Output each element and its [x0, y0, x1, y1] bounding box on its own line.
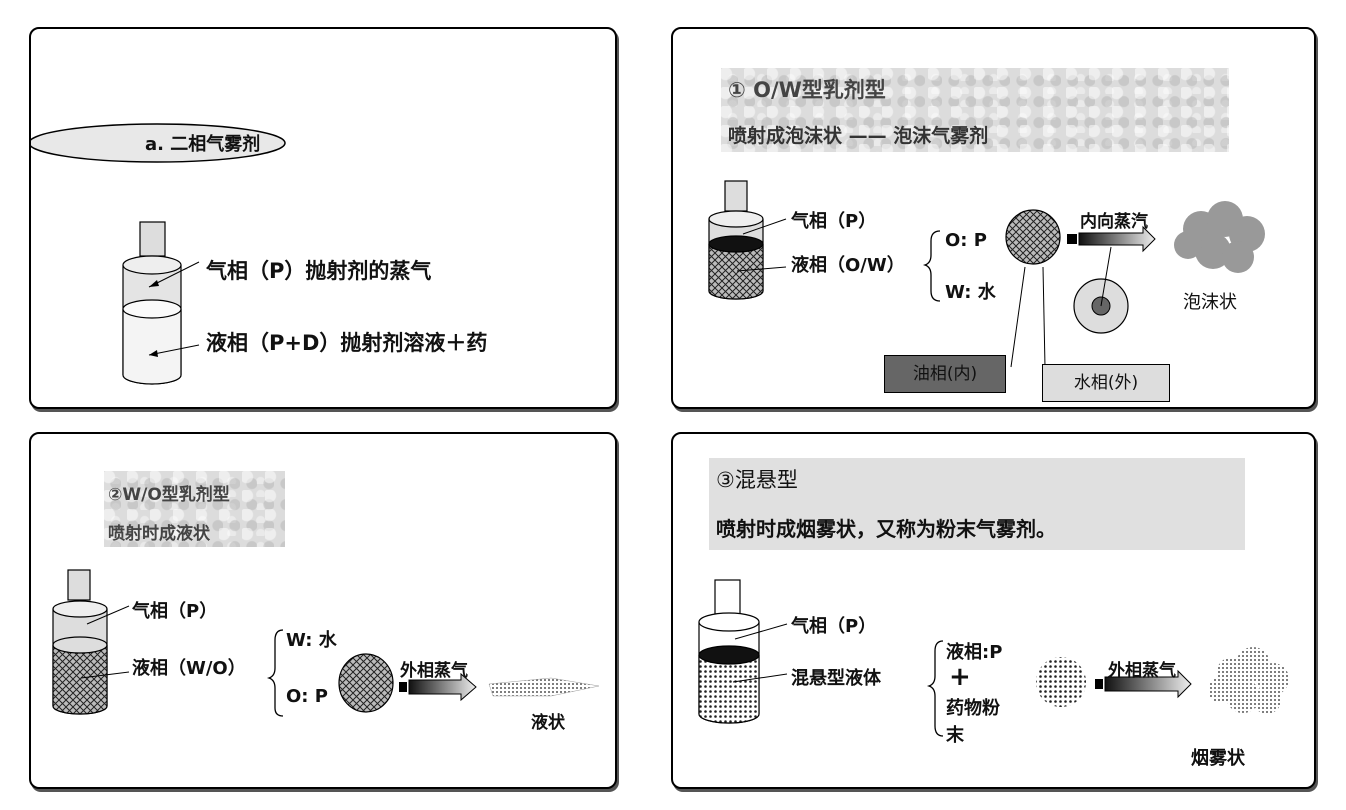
brace	[922, 230, 941, 302]
ow-result-label: 泡沫状	[1183, 292, 1237, 313]
susp-gas-label: 气相（P）	[791, 616, 877, 637]
vapor-arrow-icon	[1104, 669, 1192, 699]
vapor-arrow-icon	[1078, 225, 1156, 253]
wo-o-label: O: P	[286, 686, 328, 707]
wo-arrow-label: 外相蒸气	[400, 661, 468, 681]
vapor-arrow-icon	[408, 672, 477, 702]
panel-two-phase-aerosol: a. 二相气雾剂 气相（P）抛射剂的蒸气 液相（P+D）抛射剂溶液＋药	[29, 27, 617, 409]
panel-a-title: a. 二相气雾剂	[145, 134, 261, 155]
susp-heading: ③混悬型	[716, 468, 798, 492]
liquid-spray-icon	[488, 677, 600, 697]
ow-arrow-label: 内向蒸汽	[1080, 212, 1148, 232]
ow-o-label: O: P	[945, 230, 987, 251]
ow-diagram	[708, 180, 1265, 368]
ow-oil-box: 油相(内)	[884, 355, 1006, 393]
bottle-icon	[122, 221, 182, 385]
panel-ow-emulsion: ① O/W型乳剂型 喷射成泡沫状 —— 泡沫气雾剂 气相（P） 液相（O/W） …	[671, 27, 1316, 409]
susp-heading-box	[709, 458, 1245, 550]
brace	[926, 640, 944, 737]
ow-w-label: W: 水	[945, 282, 996, 303]
ow-subheading: 喷射成泡沫状 —— 泡沫气雾剂	[728, 125, 989, 147]
ow-heading: ① O/W型乳剂型	[728, 78, 886, 102]
susp-diagram	[698, 579, 1289, 737]
suspension-droplet-icon	[1036, 657, 1086, 707]
title-ellipse	[31, 123, 286, 163]
smoke-cloud-icon	[1208, 647, 1289, 714]
wo-subheading: 喷射时成液状	[108, 524, 210, 544]
wo-gas-label: 气相（P）	[132, 601, 218, 622]
susp-result-label: 烟雾状	[1191, 748, 1245, 769]
panel-a-liquid-label: 液相（P+D）抛射剂溶液＋药	[206, 331, 488, 355]
wo-w-label: W: 水	[286, 630, 337, 651]
bottle-icon	[698, 579, 760, 724]
wo-heading: ②W/O型乳剂型	[108, 485, 230, 505]
susp-comp1: 液相:P	[946, 642, 1003, 663]
bottle-icon	[52, 569, 108, 715]
panel-suspension: ③混悬型 喷射时成烟雾状，又称为粉末气雾剂。 气相（P） 混悬型液体 液相:P …	[671, 432, 1316, 789]
wo-diagram	[52, 569, 600, 717]
ow-water-box: 水相(外)	[1042, 364, 1170, 402]
panel-a-gas-label: 气相（P）抛射剂的蒸气	[206, 259, 432, 283]
susp-liquid-label: 混悬型液体	[791, 668, 881, 689]
susp-comp2-line2: 末	[946, 725, 964, 746]
bottle-icon	[708, 180, 764, 300]
droplet-icon	[338, 653, 394, 713]
susp-comp2-line1: 药物粉	[946, 698, 1000, 719]
wo-heading-box	[104, 471, 285, 547]
susp-arrow-label: 外相蒸气	[1108, 661, 1176, 681]
susp-plus: +	[949, 662, 971, 692]
droplet-icon	[1005, 209, 1061, 265]
wo-result-label: 液状	[531, 713, 565, 733]
susp-subheading: 喷射时成烟雾状，又称为粉末气雾剂。	[716, 517, 1056, 541]
foam-cloud-icon	[1174, 201, 1265, 273]
panel-wo-emulsion: ②W/O型乳剂型 喷射时成液状 气相（P） 液相（W/O） W: 水 O: P …	[29, 432, 617, 789]
ow-heading-box	[721, 68, 1229, 152]
panel-a-diagram	[31, 123, 286, 385]
ow-gas-label: 气相（P）	[791, 211, 877, 232]
brace	[266, 629, 284, 717]
wo-liquid-label: 液相（W/O）	[132, 658, 246, 679]
ow-liquid-label: 液相（O/W）	[791, 255, 905, 276]
